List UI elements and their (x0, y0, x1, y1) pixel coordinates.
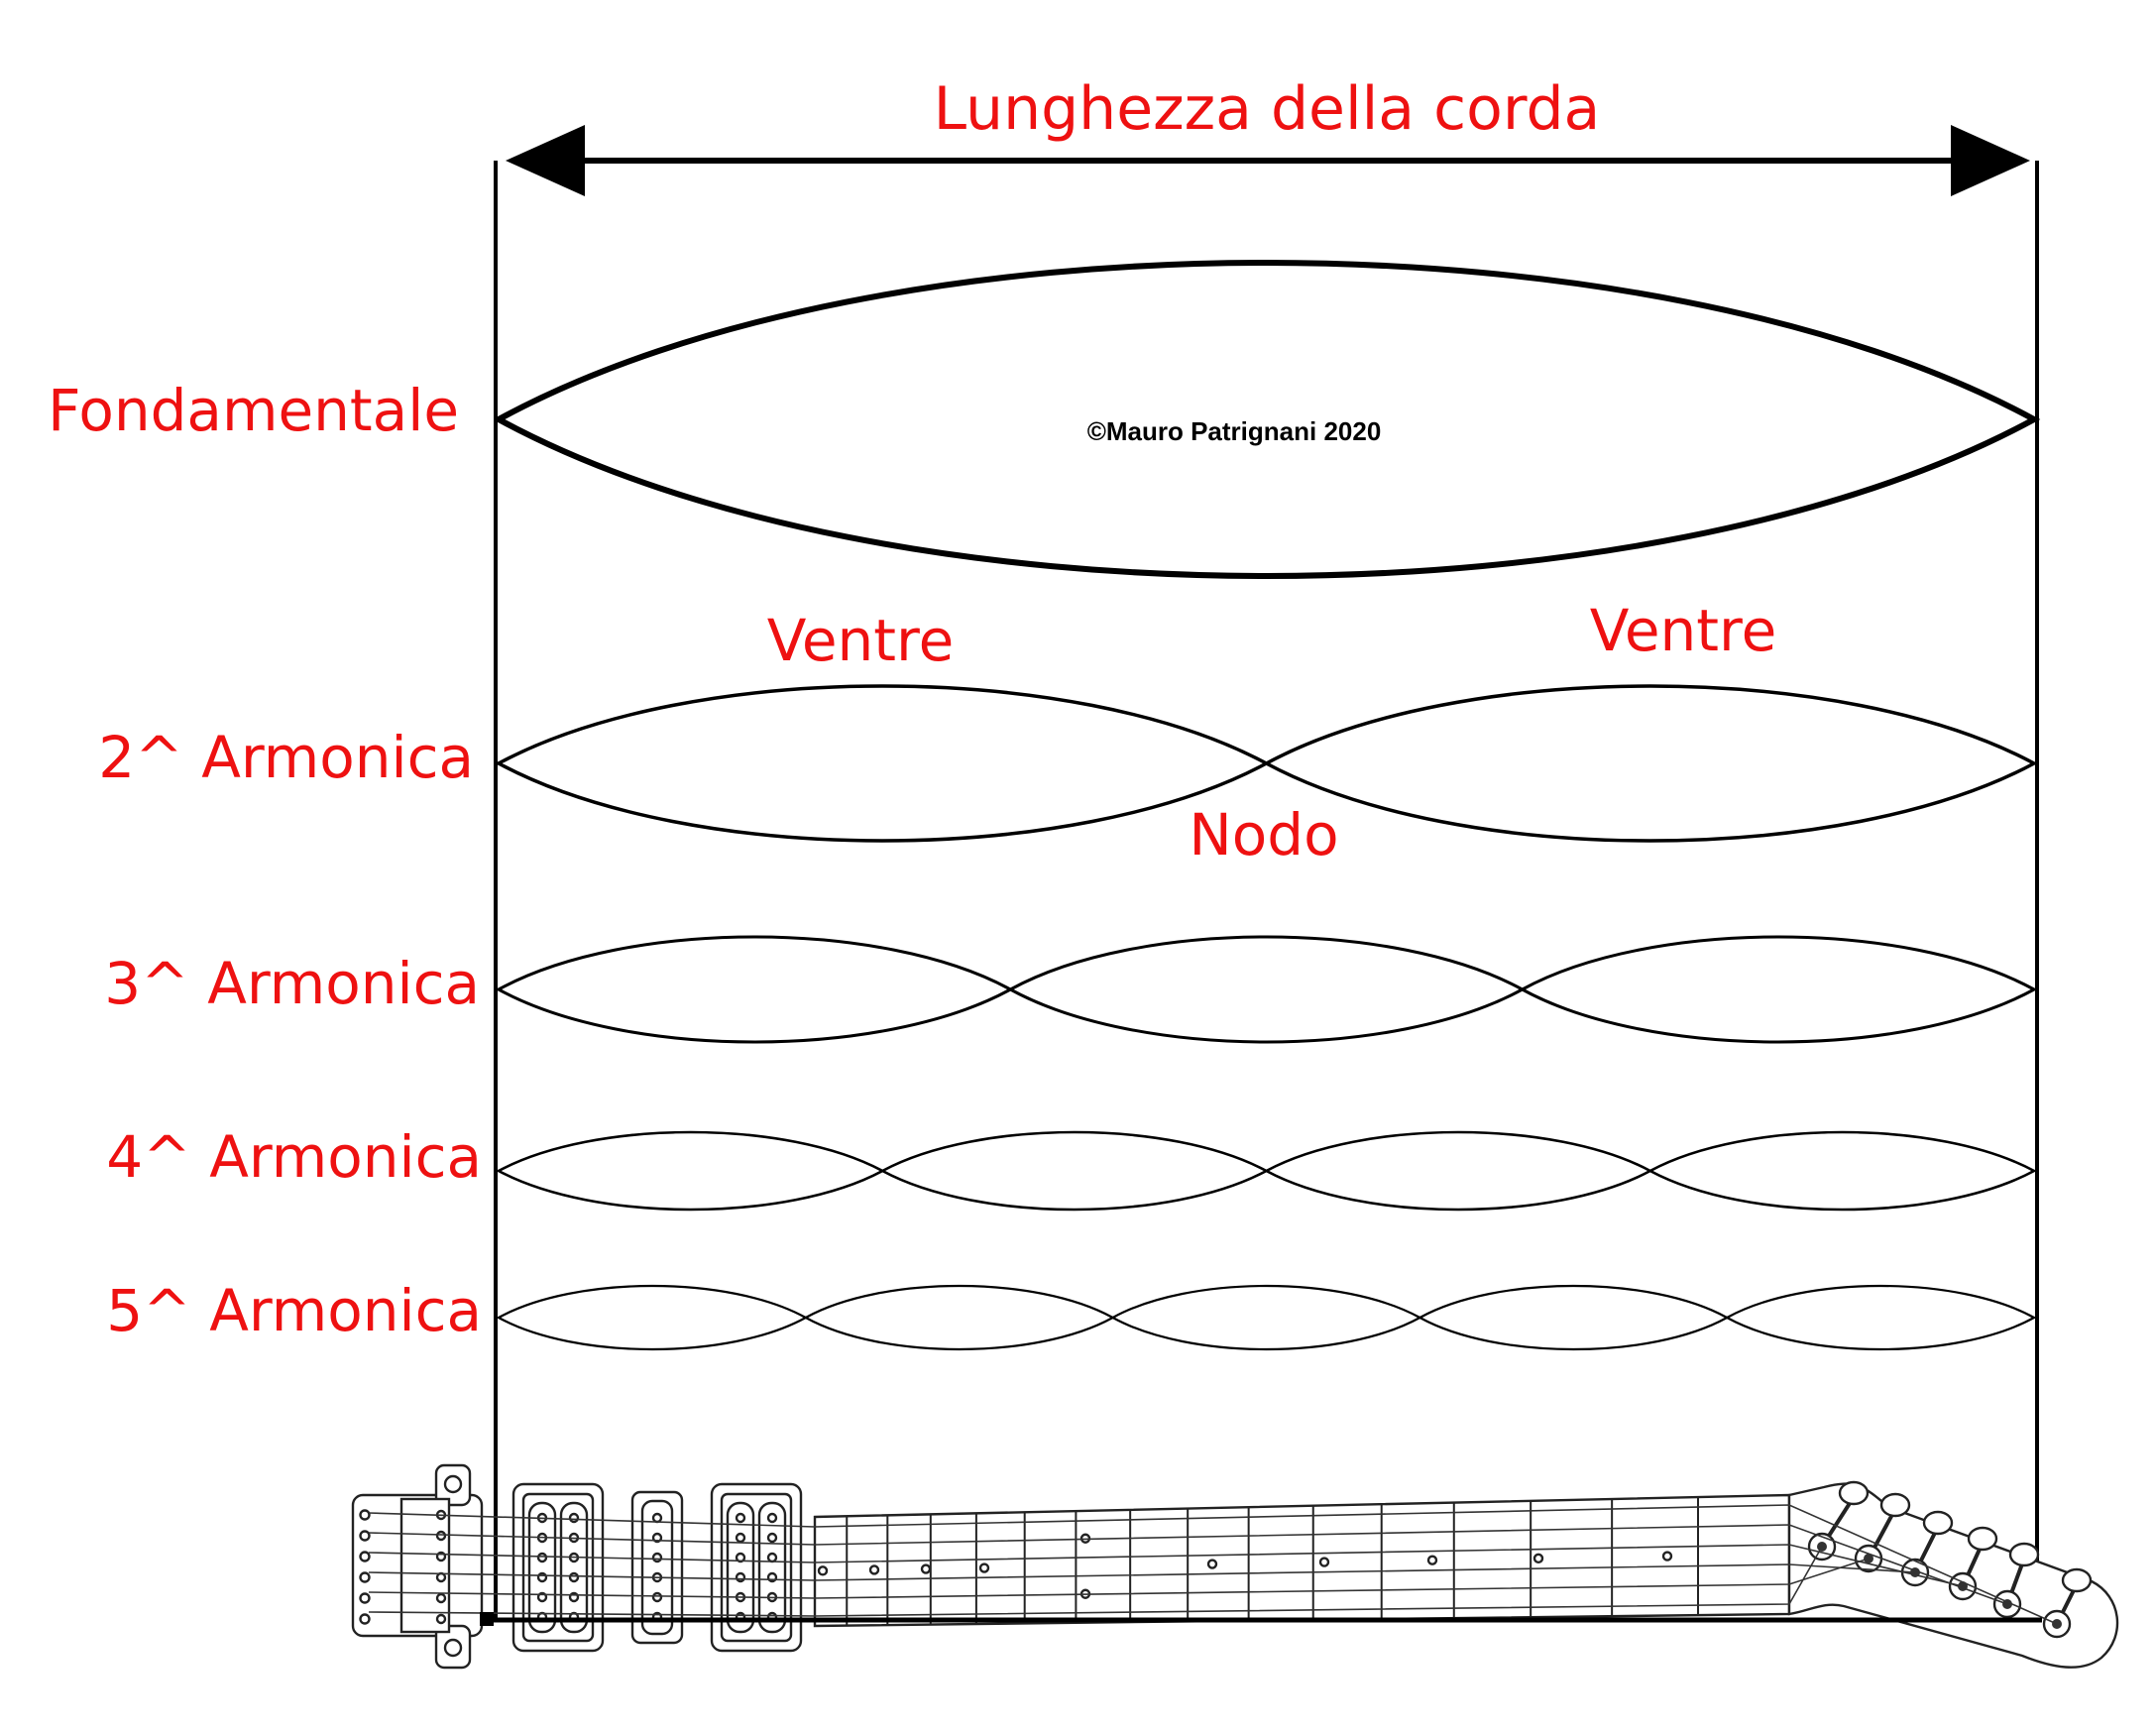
electric-guitar-icon (351, 1463, 2119, 1670)
string-anchor (480, 1612, 494, 1626)
wave-harmonic-5 (497, 1284, 2037, 1351)
saddle-screw (359, 1551, 371, 1562)
wave-harmonic-3 (497, 935, 2038, 1044)
tuner-key (1879, 1492, 1911, 1518)
mode-label-fundamental: Fondamentale (48, 377, 459, 444)
saddle-screw (359, 1509, 371, 1521)
wave-loop (497, 684, 1271, 843)
arrow-left-icon (506, 125, 585, 196)
mode-label-harmonic-2: 2^ Armonica (98, 724, 474, 791)
fret-marker (1206, 1559, 1218, 1569)
wave-loop (1008, 935, 1526, 1044)
wave-loop (1521, 935, 2038, 1044)
pickup-coil (527, 1501, 557, 1634)
saddle-screw (435, 1571, 447, 1583)
pole-piece (766, 1552, 778, 1563)
fret-marker (1661, 1551, 1673, 1562)
saddle-screw (435, 1613, 447, 1625)
pole-piece (651, 1512, 663, 1524)
saddle-screw (359, 1530, 371, 1542)
pole-piece (568, 1571, 580, 1583)
pickup-coil (757, 1501, 787, 1634)
wave-loop (497, 1284, 809, 1351)
fret-marker (978, 1562, 990, 1573)
pickup-coil (559, 1501, 589, 1634)
wave-harmonic-4 (497, 1130, 2037, 1212)
pole-piece (651, 1552, 663, 1563)
pole-piece (536, 1552, 548, 1563)
wave-loop (1265, 1130, 1653, 1212)
saddle-screw (359, 1592, 371, 1604)
bridge-stud-screw (443, 1638, 463, 1658)
fret-marker (817, 1565, 829, 1576)
wave-loop (497, 1130, 886, 1212)
fret-marker (868, 1564, 880, 1575)
tuner-key (2061, 1567, 2093, 1593)
pole-piece (735, 1512, 746, 1524)
saddle-screw (359, 1613, 371, 1625)
fret-marker (920, 1563, 932, 1574)
guitar-string (368, 1546, 1823, 1617)
pole-piece (536, 1571, 548, 1583)
pole-piece (735, 1532, 746, 1544)
tuner-key (1838, 1480, 1870, 1506)
fret-marker (1532, 1553, 1544, 1564)
length-arrow (506, 125, 2030, 196)
pickup-coil (726, 1501, 755, 1634)
pole-piece (651, 1591, 663, 1603)
diagram-title: Lunghezza della corda (934, 74, 1601, 144)
copyright-text: ©Mauro Patrignani 2020 (1087, 416, 1382, 446)
tuner-key (2008, 1542, 2040, 1567)
guitar-string (368, 1524, 2008, 1605)
wave-loop (497, 935, 1014, 1044)
saddle-screw (435, 1530, 447, 1542)
antinode-label-right: Ventre (1590, 597, 1777, 664)
guitar-string (368, 1558, 1870, 1599)
bridge-saddles (399, 1497, 451, 1634)
pickup-coil (640, 1499, 674, 1636)
mode-label-harmonic-4: 4^ Armonica (106, 1123, 482, 1191)
pole-piece (735, 1571, 746, 1583)
guitar-string (368, 1563, 1916, 1581)
saddle-screw (435, 1592, 447, 1604)
arrow-right-icon (1951, 125, 2030, 196)
pole-piece (766, 1532, 778, 1544)
pole-piece (568, 1512, 580, 1524)
wave-harmonic-2 (497, 684, 2038, 843)
node-label: Nodo (1189, 801, 1338, 868)
mode-label-harmonic-5: 5^ Armonica (106, 1277, 482, 1344)
antinode-label-left: Ventre (767, 607, 955, 674)
tuner-key (1967, 1526, 1998, 1552)
wave-loop (496, 260, 2041, 579)
wave-fundamental (496, 260, 2041, 579)
wave-loop (804, 1284, 1115, 1351)
bridge-stud-screw (443, 1474, 463, 1494)
wave-loop (1111, 1284, 1422, 1351)
guitar-string (368, 1504, 2058, 1625)
fret-marker (1426, 1555, 1438, 1565)
wave-loop (1418, 1284, 1730, 1351)
wave-loop (1726, 1284, 2037, 1351)
wave-loop (880, 1130, 1270, 1212)
guitar-string (368, 1544, 1964, 1587)
wave-loop (1264, 684, 2038, 843)
saddle-screw (359, 1571, 371, 1583)
pole-piece (766, 1512, 778, 1524)
wave-loop (1648, 1130, 2037, 1212)
tuner-key (1922, 1510, 1954, 1536)
fret-marker (1318, 1557, 1330, 1567)
mode-label-harmonic-3: 3^ Armonica (104, 950, 480, 1017)
